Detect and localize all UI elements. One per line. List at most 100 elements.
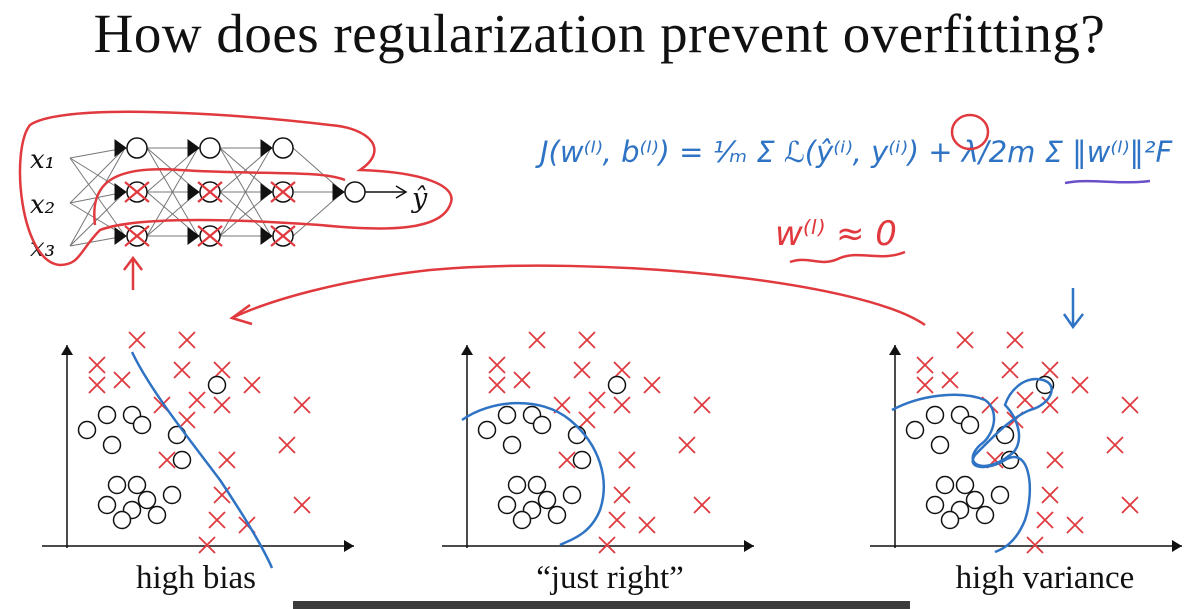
circle-mark: [935, 475, 955, 495]
weight-approx-zero: w⁽ˡ⁾ ≈ 0: [775, 214, 897, 254]
circle-mark: [965, 490, 985, 510]
cross-mark-icon: [243, 376, 261, 394]
cross-mark-icon: [678, 436, 696, 454]
left-arrow-icon: [229, 264, 926, 327]
cross-mark-icon: [218, 451, 236, 469]
nn-arrowhead-icon: [332, 183, 345, 201]
formula-text: J(w⁽ˡ⁾, b⁽ˡ⁾) = ¹⁄ₘ Σ ℒ(ŷ⁽ⁱ⁾, y⁽ⁱ⁾) + λ/…: [535, 135, 1174, 169]
cross-mark-icon: [598, 536, 616, 554]
cross-mark-icon: [488, 356, 506, 374]
cross-mark-icon: [941, 371, 959, 389]
frobenius-underline: [1064, 179, 1151, 185]
cross-mark-icon: [1041, 361, 1059, 379]
circle-mark: [930, 435, 950, 455]
cross-mark-icon: [613, 396, 631, 414]
drop-cross-icon: [270, 181, 296, 203]
cross-mark-icon: [643, 376, 661, 394]
nn-node: [199, 137, 221, 159]
cross-mark-icon: [213, 396, 231, 414]
network-outline: [18, 110, 453, 267]
caption-just-right: “just right”: [536, 560, 684, 596]
progress-bar: [293, 601, 910, 609]
cost-formula: J(w⁽ˡ⁾, b⁽ˡ⁾) = ¹⁄ₘ Σ ℒ(ŷ⁽ⁱ⁾, y⁽ⁱ⁾) + λ/…: [535, 135, 1174, 169]
x-axis-arrow-icon: [344, 540, 354, 552]
nn-node: [272, 137, 294, 159]
cross-mark-icon: [638, 516, 656, 534]
cross-mark-icon: [608, 511, 626, 529]
lambda-circle: [950, 113, 990, 151]
cross-mark-icon: [956, 331, 974, 349]
plot-high-bias: [42, 331, 354, 554]
cross-mark-icon: [178, 411, 196, 429]
nn-arrowhead-icon: [187, 183, 200, 201]
cross-mark-icon: [173, 361, 191, 379]
cross-mark-icon: [88, 356, 106, 374]
cross-mark-icon: [693, 396, 711, 414]
cross-mark-icon: [238, 516, 256, 534]
circle-mark: [995, 425, 1015, 445]
circle-mark: [497, 495, 517, 515]
nn-arrowhead-icon: [260, 139, 273, 157]
circle-mark: [572, 450, 592, 470]
circle-mark: [172, 450, 192, 470]
cross-mark-icon: [573, 361, 591, 379]
circle-mark: [97, 495, 117, 515]
circle-mark: [547, 505, 567, 525]
cross-mark-icon: [88, 376, 106, 394]
nn-arrowhead-icon: [114, 227, 127, 245]
circle-mark: [532, 415, 552, 435]
cross-mark-icon: [158, 451, 176, 469]
output-label-yhat: ŷ: [411, 183, 428, 214]
cross-mark-icon: [208, 511, 226, 529]
circle-mark: [925, 405, 945, 425]
slide-title: How does regularization prevent overfitt…: [93, 3, 1106, 64]
nn-edge: [69, 147, 126, 204]
nn-arrowhead-icon: [260, 183, 273, 201]
drop-cross-icon: [124, 181, 150, 203]
circle-mark: [990, 485, 1010, 505]
x-axis-arrow-icon: [1172, 540, 1182, 552]
cross-mark-icon: [153, 396, 171, 414]
plot-high-variance: [870, 331, 1182, 554]
y-axis-arrow-icon: [889, 345, 901, 355]
cross-mark-icon: [588, 391, 606, 409]
circle-mark: [975, 505, 995, 525]
input-label-x3: x₃: [30, 233, 55, 263]
circle-mark: [147, 505, 167, 525]
circle-mark: [905, 420, 925, 440]
input-label-x1: x₁: [30, 145, 55, 175]
input-label-x2: x₂: [30, 190, 55, 220]
cross-mark-icon: [1046, 451, 1064, 469]
network-inner-outline: [93, 168, 346, 226]
boundary-high-variance: [891, 377, 1053, 554]
cross-mark-icon: [488, 376, 506, 394]
approx-underline: [789, 250, 906, 264]
cross-mark-icon: [1041, 486, 1059, 504]
cross-mark-icon: [213, 361, 231, 379]
circle-mark: [127, 475, 147, 495]
cross-mark-icon: [278, 436, 296, 454]
cross-mark-icon: [293, 496, 311, 514]
cross-mark-icon: [578, 411, 596, 429]
circle-mark: [502, 435, 522, 455]
cross-mark-icon: [128, 331, 146, 349]
cross-mark-icon: [1121, 396, 1139, 414]
circle-mark: [477, 420, 497, 440]
circle-mark: [960, 415, 980, 435]
drop-cross-icon: [270, 225, 296, 247]
circle-mark: [925, 495, 945, 515]
y-axis-arrow-icon: [61, 345, 73, 355]
cross-mark-icon: [558, 451, 576, 469]
circle-mark: [97, 405, 117, 425]
cross-mark-icon: [1016, 391, 1034, 409]
circle-mark: [102, 435, 122, 455]
drop-cross-icon: [197, 225, 223, 247]
boundary-just-right: [461, 401, 605, 547]
cross-mark-icon: [1106, 436, 1124, 454]
nn-arrowhead-icon: [114, 183, 127, 201]
circle-mark: [162, 485, 182, 505]
cross-mark-icon: [1006, 331, 1024, 349]
circle-mark: [567, 425, 587, 445]
nn-node: [344, 181, 366, 203]
